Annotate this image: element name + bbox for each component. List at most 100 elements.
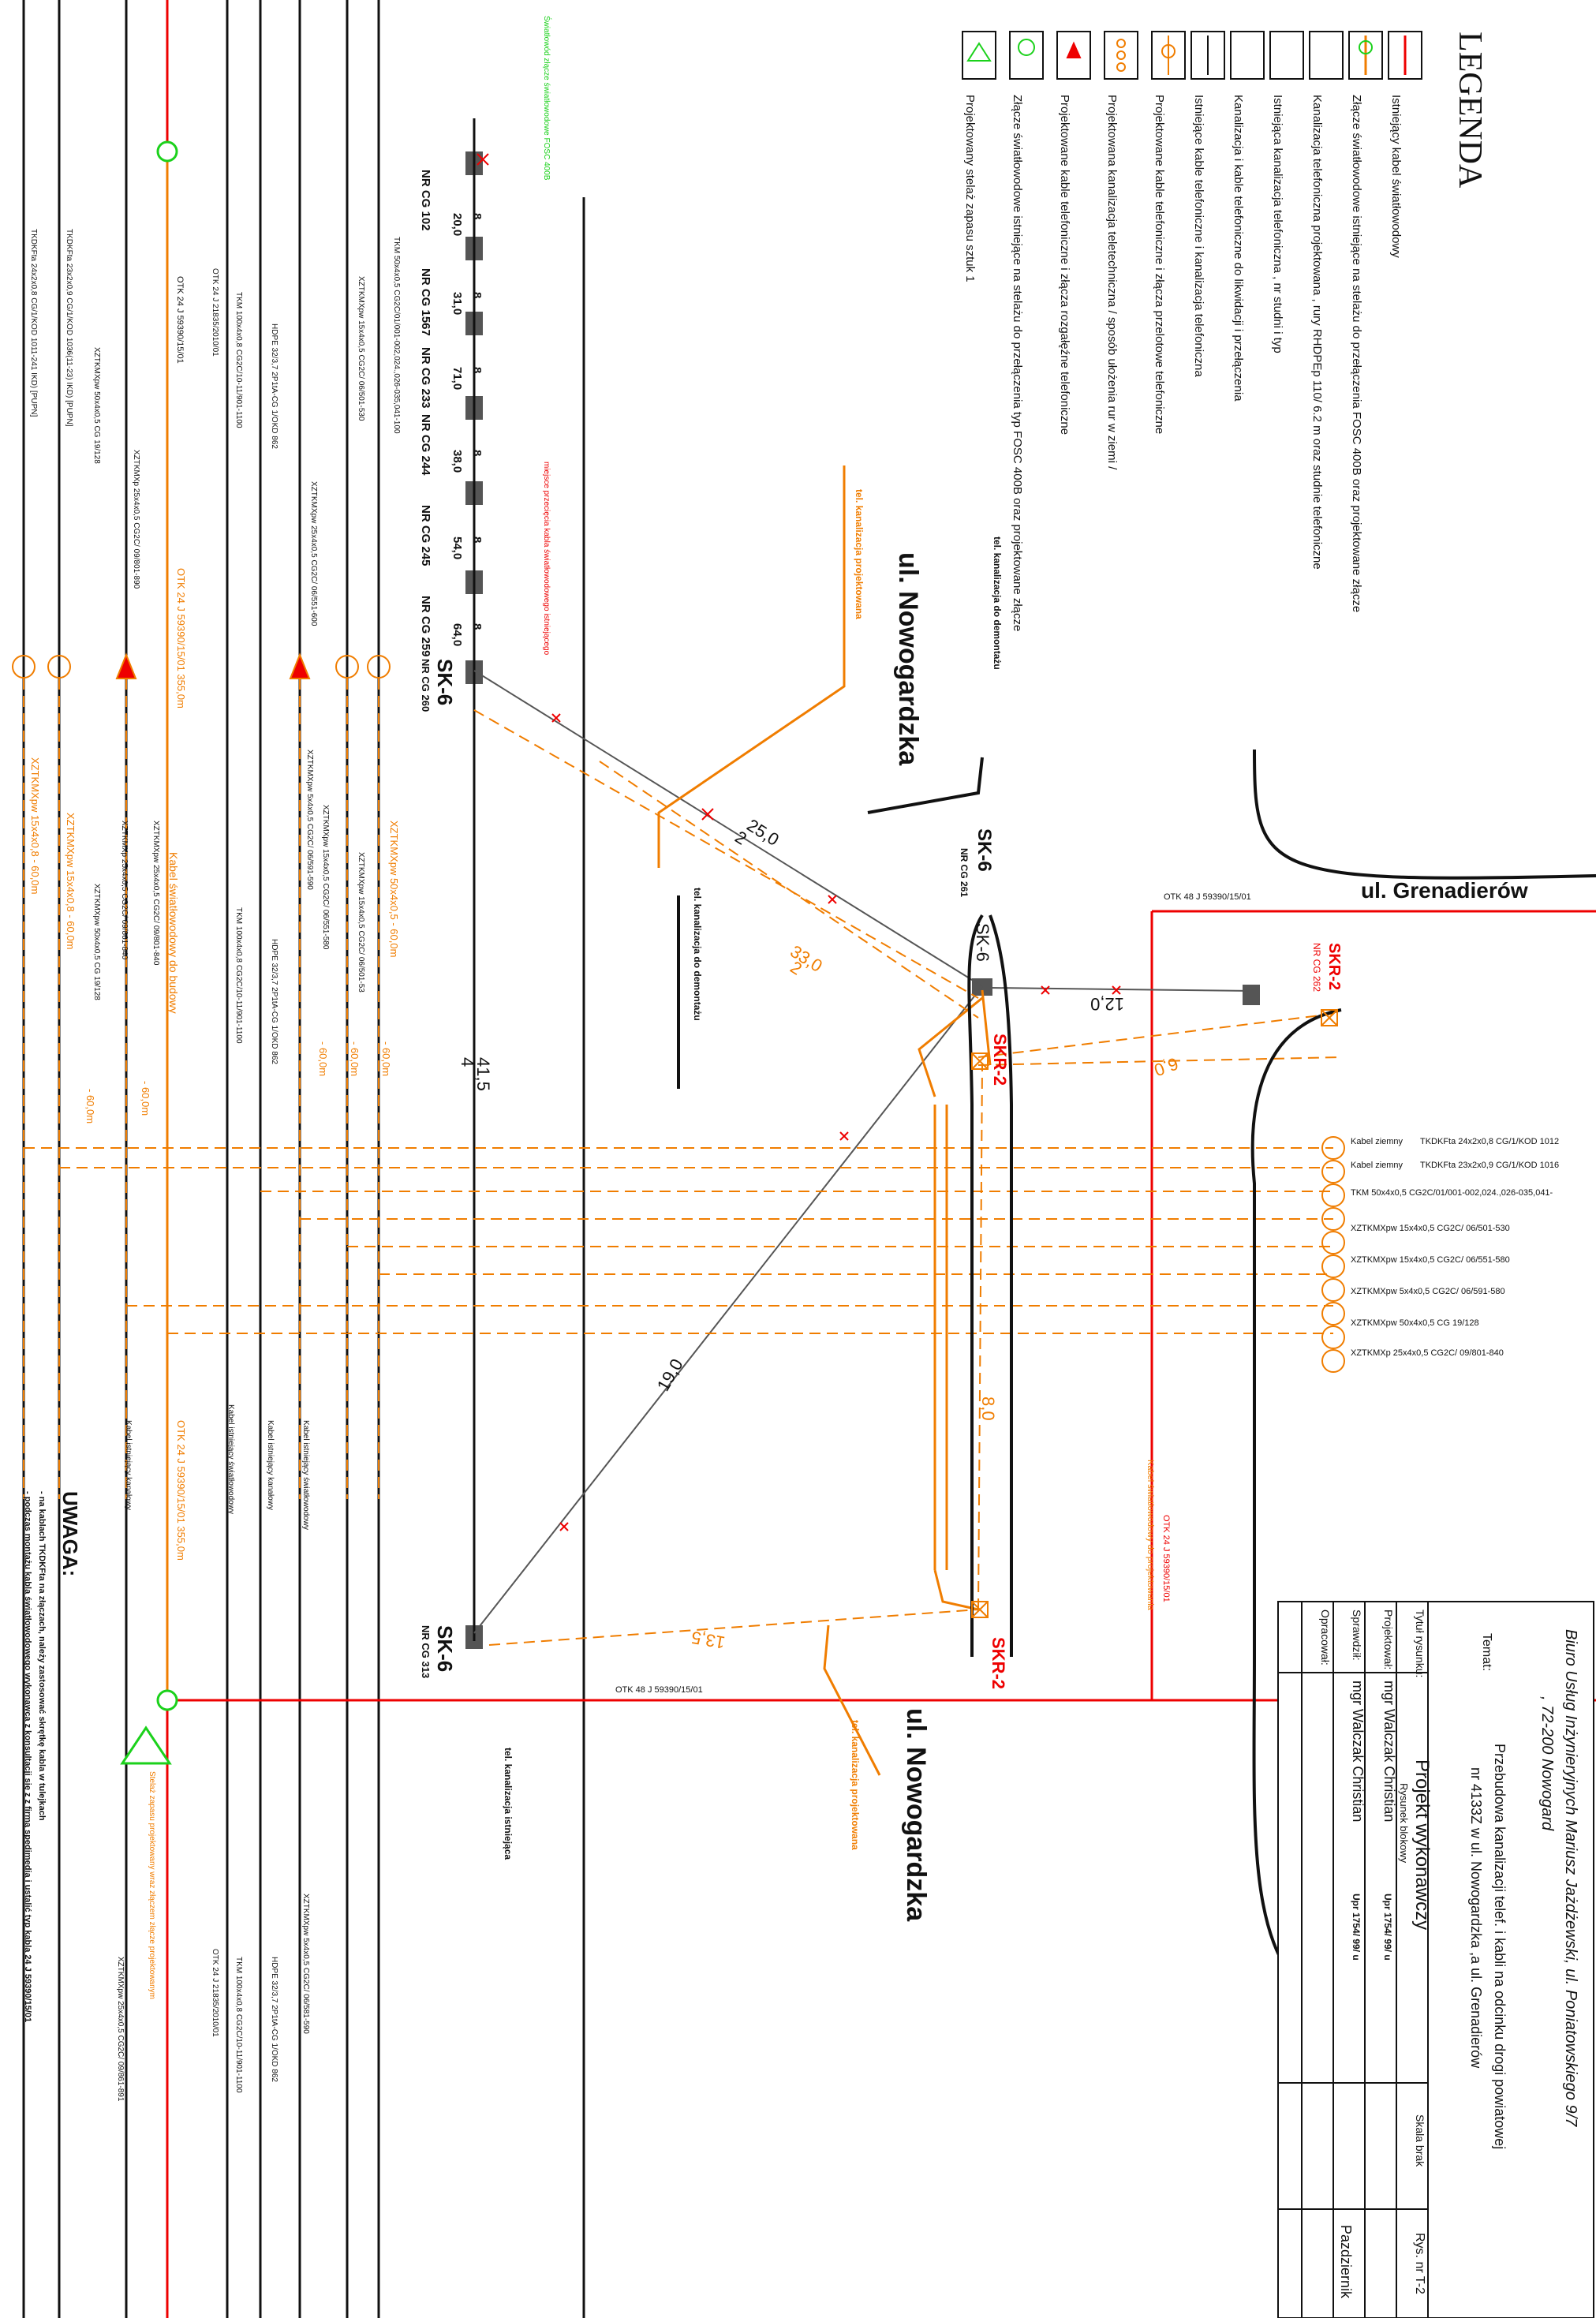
dim-8-c: 8 [470,367,484,373]
well-skr2-top-nr: NR CG 262 [1311,943,1322,992]
legend-item-7: Projektowana kanalizacja teletechniczna … [1105,95,1119,470]
tb-temat-2: nr 4133Z w ul. Nowogardzka ,a ul. Grenad… [1468,1767,1484,2069]
cable-right-3-code: XZTKMXpw 15x4x0,5 CG2C/ 06/501-530 [1351,1224,1510,1233]
projected-joint-boxes [971,1009,1338,1618]
cable-mid-7: XZTKMXpw 5x4x0,5 CG2C/ 06/591-590 [305,750,314,890]
cable-mid-2: XZTKMXp 25x4x0,5 CG2C/ 09/861-840 [120,821,129,960]
well-sk6-right: SK-6 [974,828,995,872]
well-skr2-b: SKR-2 [989,1637,1008,1689]
cable-mid-11: - 60,0m [380,1041,392,1076]
otk-labels: OTK 48 J 59390/15/01 OTK 48 J 59390/15/0… [175,276,1251,1695]
legend-item-5: Istniejące kable telefoniczne i kanaliza… [1192,95,1205,377]
tb-temat-label: Temat: [1480,1633,1493,1671]
cross-marks [477,153,1121,1531]
tb-tytul-2: Rysunek blokowy [1398,1783,1410,1864]
otk-left-bottom: OTK 24 J 59390/15/01 355,0m [175,1420,187,1561]
well-cg1567: NR CG 1567 [419,268,432,336]
legend: LEGENDA Istniejący kabel światłowodowy Z… [962,31,1488,631]
tb-sprawdzil-label: Sprawdził: [1351,1610,1363,1661]
cable-mid-15: - 60,0m [84,1089,96,1123]
well-sk6-bottom-nr: NR CG 313 [420,1625,432,1678]
tb-tytul-label: Tytuł rysunku: [1414,1610,1426,1677]
cable-right-1-code: TKDKFta 23x2x0,9 CG/1/KOD 1016 [1420,1161,1559,1170]
notes-title: UWAGA: [58,1491,82,1576]
dim-8-f: 8 [470,623,484,630]
dim-13-5: 13,5 [690,1628,727,1653]
well-sk6-right-nr: NR CG 261 [959,848,970,897]
cable-bottom-1: Kabel istniejący światłowodowy [226,1404,235,1514]
dim-54: 54,0 [450,537,464,559]
cable-left-10: TKM 50x4x0,5 CG2C/01/001-002,024.,026-03… [392,237,401,434]
canalization-labels: tel. kanalizacja do demontażu tel. kanal… [148,16,1155,1999]
cable-mid-9: XZTKMXpw 15x4x0,5 CG2C/ 06/501-53 [357,852,365,993]
tb-upr-1: Upr 1754/ 99/ u [1382,1894,1393,1961]
cable-left-1: TKDKFta 23x2x0,9 CG/1/KOD 1036(11-23) IK… [65,229,73,427]
well-sk6-hand: SK-6 [973,923,992,962]
street-nowogardzka-top: ul. Nowogardzka [893,552,923,766]
tb-projektowal: mgr Walczak Christian [1381,1681,1397,1822]
cable-left-2: XZTKMXpw 50x4x0,5 CG 19/128 [92,347,101,464]
tb-sprawdzil: mgr Walczak Christian [1350,1681,1366,1822]
notes-line-1: - na kablach TKDKFta na złączach, należy… [37,1491,47,1821]
fiber-joints [115,140,311,1765]
cable-labels-left: TKDKFta 24x2x0,8 CG/1/KOD 1011-241 IKD) … [29,229,401,626]
cable-mid-13: - 60,0m [317,1041,329,1076]
cable-bottom-6: OTK 24 J 21835/2010/01 [211,1949,219,2037]
dim-6: 6,0 [1152,1053,1181,1080]
otk-top-right: OTK 48 J 59390/15/01 [1164,892,1251,902]
dim-8-b: 8 [470,292,484,298]
well-skr2-a: SKR-2 [990,1034,1010,1086]
cable-mid-8: XZTKMXpw 15x4x0,5 CG2C/ 06/551-580 [321,805,330,950]
label-kabel-do-budowy: Kabel światłowodowy do budowy [167,852,180,1014]
otk-bottom: OTK 48 J 59390/15/01 [615,1685,703,1695]
dim-4: 4 [458,1057,477,1067]
dim-2-a: 2 [731,827,750,849]
tb-skala: Skala brak [1414,2114,1426,2167]
cable-bottom-2: Kabel istniejący kanałowy [266,1420,275,1510]
well-cg245: NR CG 245 [419,505,432,566]
cable-left-9: XZTKMXpw 15x4x0,5 CG2C/ 06/501-530 [357,276,365,421]
cable-mid-6: HDPE 32/3,7 2P1tA-CG 1/OKD 862 [270,939,278,1064]
cable-mid-4: XZTKMXpw 50x4x0,5 CG 19/128 [92,884,101,1000]
cable-right-5-code: XZTKMXpw 5x4x0,5 CG2C/ 06/591-580 [1351,1287,1505,1296]
label-kan-istniejaca: tel. kanalizacja istniejąca [503,1748,514,1860]
cable-bottom-3: Kabel istniejący światłowodowy [301,1420,310,1530]
legend-title: LEGENDA [1452,32,1488,189]
otk-left-mid: OTK 24 J 59390/15/01 355,0m [175,568,187,708]
cable-mid-5: TKM 100x4x0,8 CG2C/10-11/901-1100 [234,907,243,1044]
dim-2-b: 2 [787,957,805,979]
cable-bottom-7: TKM 100x4x0,8 CG2C/10-11/901-1100 [234,1957,243,2093]
cable-right-1-type: Kabel ziemny [1351,1161,1404,1170]
dim-64: 64,0 [450,623,464,646]
cable-right-0-type: Kabel ziemny [1351,1137,1404,1146]
street-nowogardzka-bottom: ul. Nowogardzka [901,1708,931,1922]
tb-upr-2: Upr 1754/ 99/ u [1351,1894,1362,1961]
cable-mid-12: - 60,0m [349,1041,361,1076]
cable-mid-10: XZTKMXpw 50x4x0,5 - 60,0m [388,821,400,957]
dim-20: 20,0 [450,213,464,236]
dim-71: 71,0 [450,367,464,390]
otk-red-right: OTK 24 J 59390/15/01 [1161,1515,1171,1602]
cable-terminations-left [12,655,391,679]
cable-bottom-5: XZTKMXpw 25x4x0,5 CG2C/ 09/861-891 [116,1957,125,2102]
dim-38: 38,0 [450,450,464,473]
dim-12: 12,0 [1090,994,1124,1014]
legend-item-4: Kanalizacja i kable telefoniczne do likw… [1232,95,1245,402]
label-kan-demontaz-2: tel. kanalizacja do demontażu [692,888,703,1021]
dim-8-a: 8 [470,213,484,219]
tb-company: Biuro Usług Inżynieryjnych Mariusz Jażdż… [1562,1629,1579,2127]
legend-item-9: Złącze światłowodowe istniejące na stela… [1011,95,1024,631]
cable-labels-bottom: Kabel istniejący kanałowy Kabel istnieją… [116,1404,310,2102]
dim-31: 31,0 [450,292,464,315]
title-block: Biuro Usług Inżynieryjnych Mariusz Jażdż… [1277,1601,1594,2318]
legend-item-1: Złącze światłowodowe istniejące na stela… [1350,95,1363,612]
cable-right-0-code: TKDKFta 24x2x0,8 CG/1/KOD 1012 [1420,1137,1559,1146]
projected-cables-dashed [23,679,1342,1646]
notes-uwaga: UWAGA: - na kablach TKDKFta na złączach,… [23,1491,82,2022]
tb-projektowal-label: Projektował: [1382,1610,1395,1669]
left-vertical-lines [22,0,585,2318]
label-kan-proj-1: tel. kanalizacja projektowana [854,489,865,619]
legend-item-0: Istniejący kabel światłowodowy [1389,95,1403,258]
cable-labels-mid: XZTKMXpw 15x4x0,8 - 60,0m XZTKMXpw 15x4x… [29,750,400,1123]
